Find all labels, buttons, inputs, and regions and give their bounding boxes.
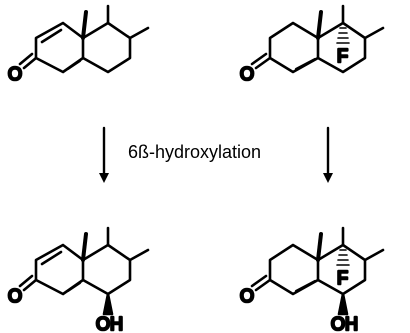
atom-oxygen: O (240, 286, 254, 306)
molecule-bottom-right (250, 226, 385, 316)
atom-fluorine: F (337, 268, 348, 288)
molecule-top-right (250, 4, 385, 74)
hashed-bond (336, 249, 350, 266)
atom-hydroxyl: OH (96, 314, 123, 333)
molecule-bottom-left (18, 226, 150, 316)
atom-oxygen: O (240, 64, 254, 84)
atom-hydroxyl: OH (331, 314, 358, 333)
hashed-bond (336, 27, 350, 44)
molecule-top-left (18, 4, 150, 74)
atom-oxygen: O (8, 64, 22, 84)
atom-oxygen: O (8, 286, 22, 306)
reaction-label: 6ß-hydroxylation (128, 142, 261, 162)
atom-fluorine: F (337, 46, 348, 66)
